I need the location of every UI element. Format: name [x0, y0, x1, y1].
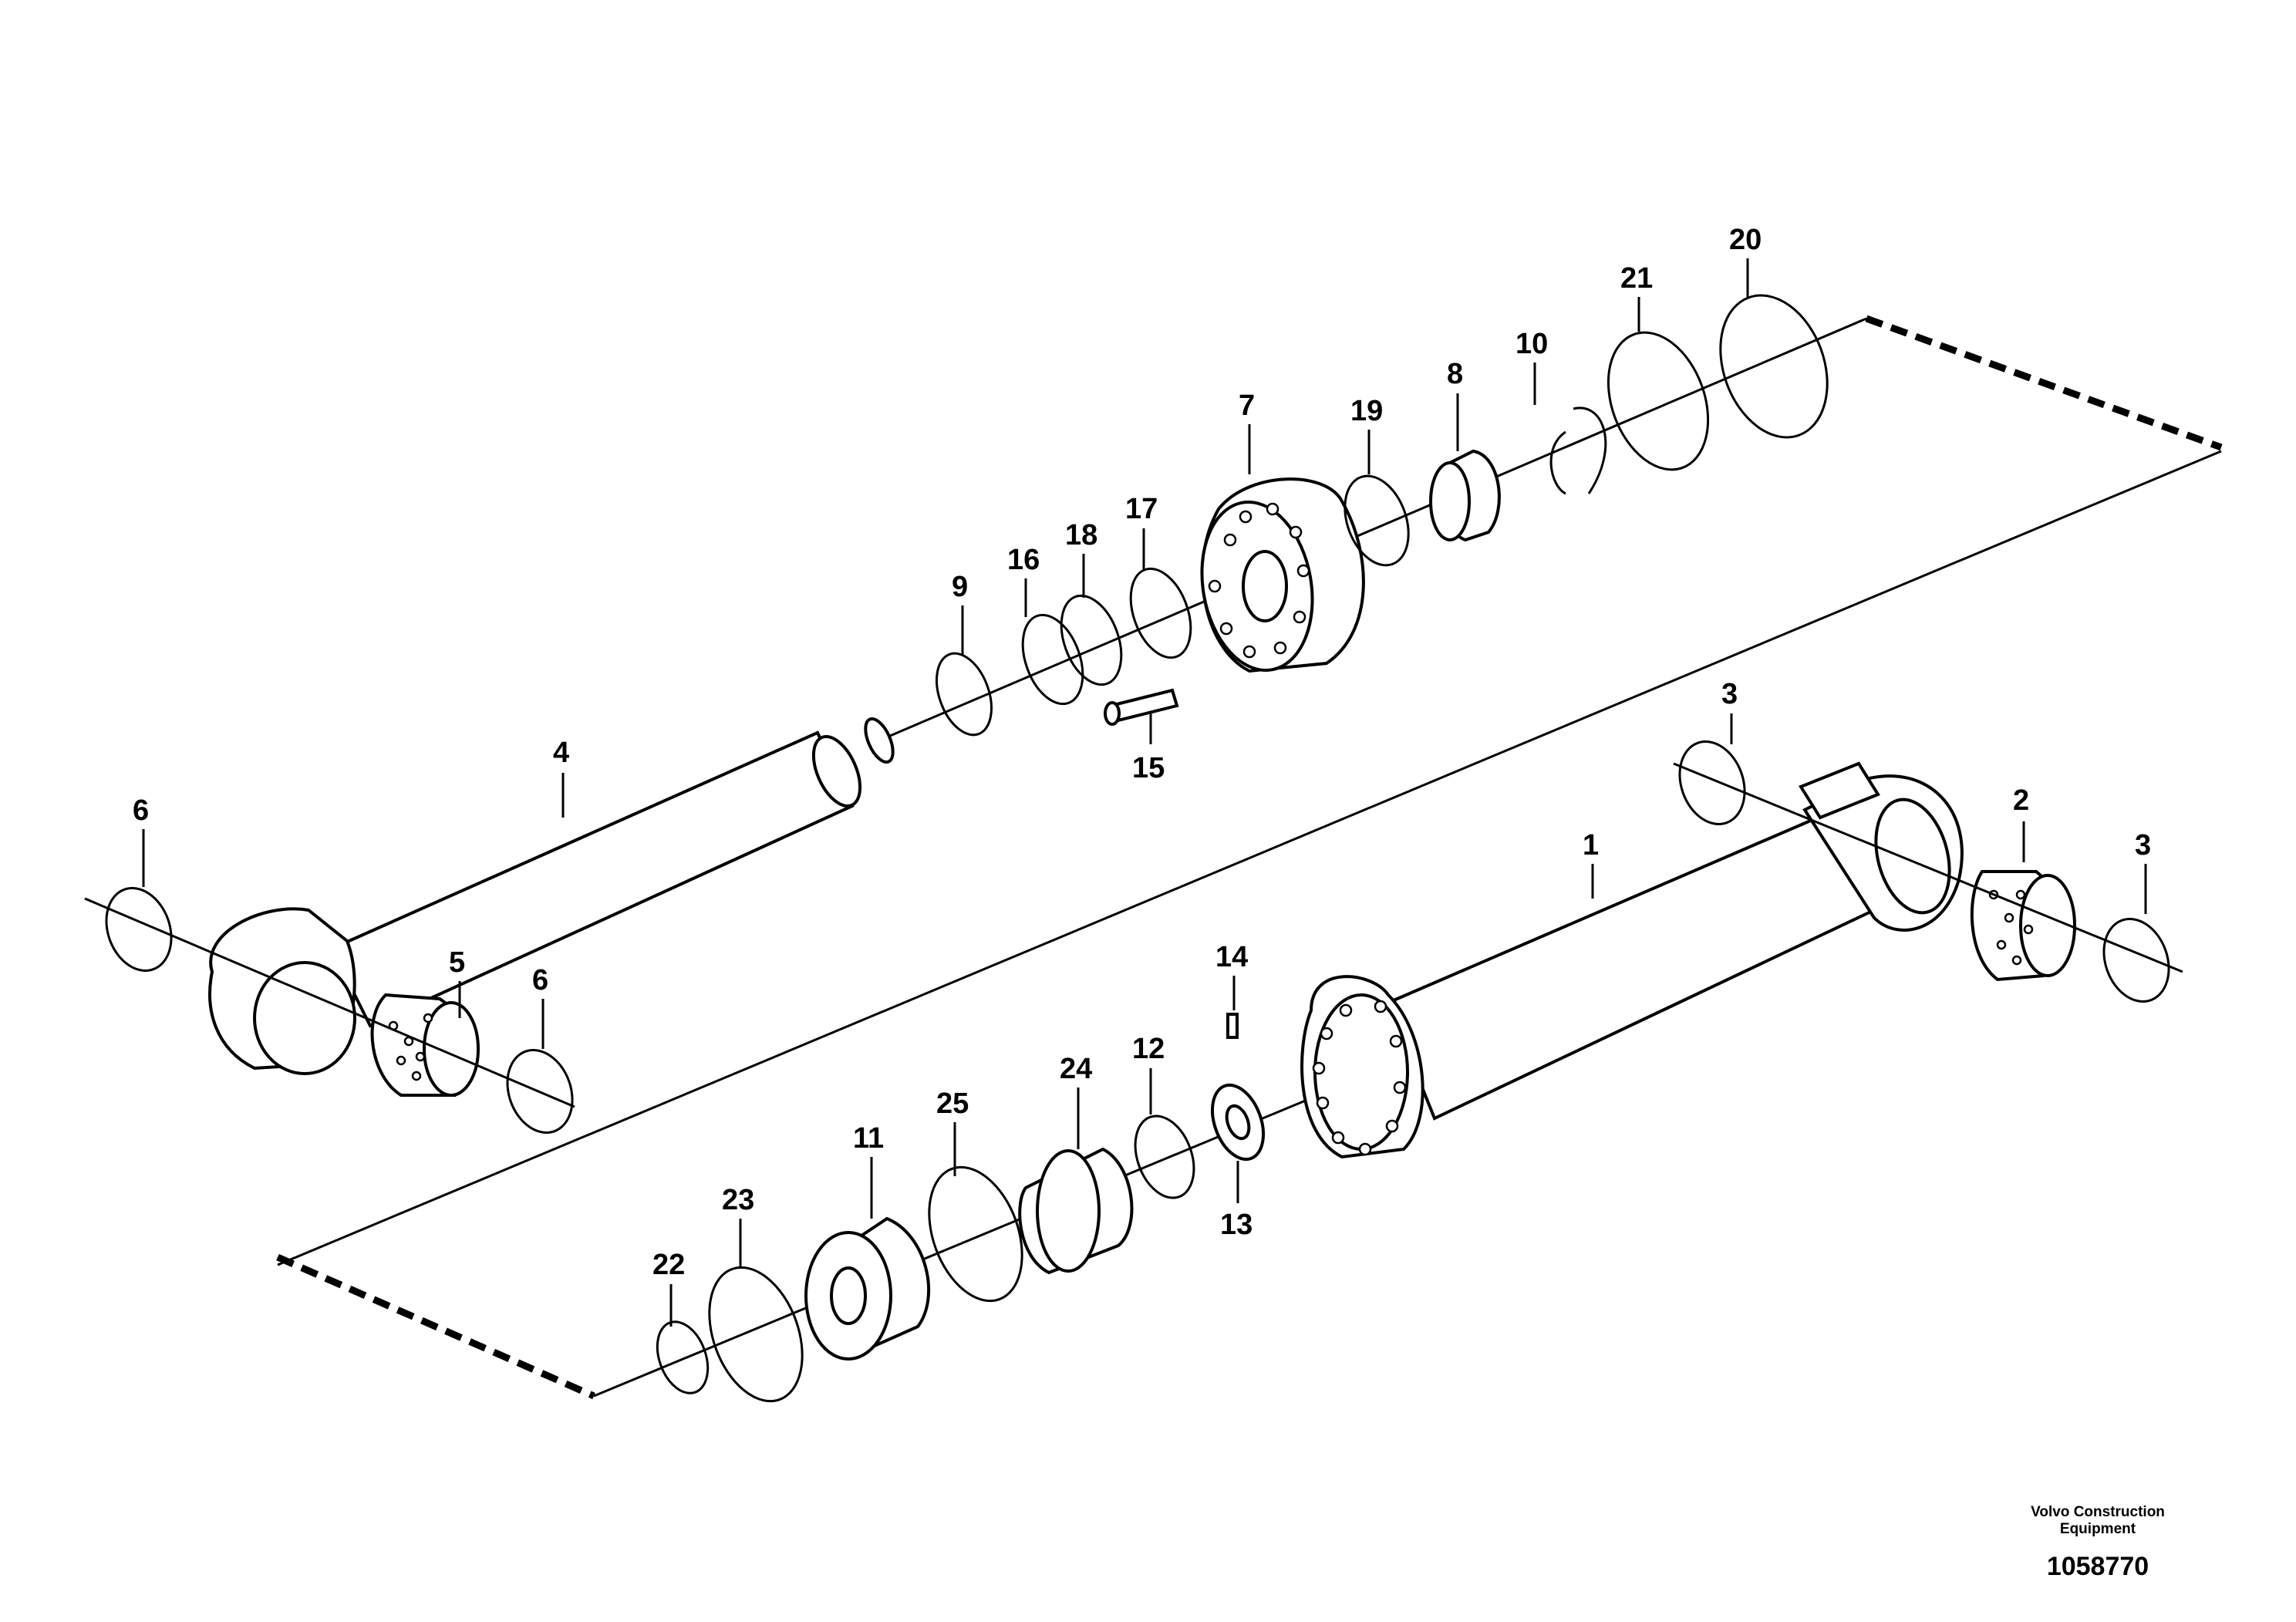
seal-ring-6-right — [506, 1049, 574, 1134]
callout-19-label: 19 — [1350, 395, 1383, 427]
callout-22-label: 22 — [652, 1249, 685, 1281]
brand-line-2: Equipment — [2059, 1521, 2136, 1537]
ring-21 — [1607, 331, 1710, 471]
callout-11: 11 — [853, 1122, 884, 1219]
callout-15-label: 15 — [1132, 752, 1165, 784]
callout-17: 17 — [1125, 493, 1158, 571]
seal-ring-3-upper — [1678, 740, 1746, 825]
rod-eye-axis — [84, 897, 575, 1108]
screw — [1104, 688, 1179, 726]
brand-line-1: Volvo Construction — [2031, 1504, 2165, 1520]
callout-18: 18 — [1065, 519, 1097, 598]
brand-label: Volvo Construction Equipment — [2021, 1504, 2175, 1538]
callout-17-label: 17 — [1125, 493, 1158, 525]
callout-25: 25 — [936, 1088, 969, 1176]
callout-13: 13 — [1220, 1161, 1253, 1241]
callout-6b: 6 — [532, 964, 548, 1049]
tube-eye-axis — [1673, 762, 2183, 973]
callout-3a-label: 3 — [1721, 678, 1738, 710]
callout-2-label: 2 — [2013, 784, 2029, 817]
callout-12: 12 — [1132, 1033, 1165, 1114]
ring-19 — [1344, 474, 1410, 567]
callout-20-label: 20 — [1729, 224, 1762, 256]
callout-5: 5 — [449, 946, 465, 1018]
ring-17 — [1129, 567, 1192, 659]
callout-3b-label: 3 — [2135, 829, 2151, 862]
callout-8-label: 8 — [1447, 358, 1463, 390]
ring-22 — [656, 1320, 710, 1394]
callout-4: 4 — [553, 737, 569, 818]
callout-19: 19 — [1350, 395, 1383, 474]
cylinder-tube — [1300, 761, 1964, 1159]
bushing-tube-end — [1970, 870, 2076, 982]
callout-16-label: 16 — [1007, 544, 1040, 576]
seal-ring-3-right — [2102, 918, 2170, 1003]
callout-21-label: 21 — [1620, 262, 1653, 295]
callout-15: 15 — [1132, 713, 1165, 784]
wear-ring-24 — [1018, 1147, 1134, 1275]
callout-10: 10 — [1515, 328, 1548, 405]
dashed-frame — [276, 315, 2223, 1400]
callout-6a-label: 6 — [133, 794, 149, 827]
ring-18 — [1060, 594, 1123, 686]
ring-20 — [1719, 294, 1829, 439]
ring-23 — [708, 1266, 804, 1403]
piston-rod — [208, 717, 895, 1075]
callout-7: 7 — [1239, 389, 1255, 474]
callout-14-label: 14 — [1215, 941, 1248, 973]
callout-23: 23 — [722, 1184, 754, 1269]
ring-16 — [1021, 613, 1084, 706]
callout-1: 1 — [1583, 829, 1599, 899]
callout-5-label: 5 — [449, 946, 465, 979]
ring-25 — [928, 1165, 1023, 1303]
bushing-rod-end — [370, 993, 480, 1097]
ring-12 — [1134, 1114, 1195, 1199]
callout-3a: 3 — [1721, 678, 1738, 744]
rod-axis — [878, 317, 1867, 742]
callout-9: 9 — [952, 571, 968, 656]
callout-24-label: 24 — [1060, 1053, 1092, 1085]
callout-20: 20 — [1729, 224, 1762, 297]
callout-13-label: 13 — [1220, 1209, 1253, 1241]
ring-9 — [936, 652, 993, 737]
callout-9-label: 9 — [952, 571, 968, 603]
callout-12-label: 12 — [1132, 1033, 1165, 1065]
callout-8: 8 — [1447, 358, 1463, 451]
callout-3b: 3 — [2135, 829, 2151, 914]
callout-23-label: 23 — [722, 1184, 754, 1216]
callout-11-label: 11 — [853, 1122, 884, 1155]
callout-7-label: 7 — [1239, 389, 1255, 422]
callout-16: 16 — [1007, 544, 1040, 617]
cylinder-head — [1200, 477, 1365, 673]
piston — [804, 1216, 930, 1361]
document-number: 1058770 — [2046, 1552, 2149, 1581]
callout-6b-label: 6 — [532, 964, 548, 996]
callout-22: 22 — [652, 1249, 685, 1327]
callout-18-label: 18 — [1065, 519, 1097, 551]
seal-ring-6-left — [105, 887, 173, 972]
callout-10-label: 10 — [1515, 328, 1548, 360]
callout-14: 14 — [1215, 941, 1248, 1010]
pin-14 — [1226, 1013, 1239, 1039]
callout-4-label: 4 — [553, 737, 569, 769]
callout-2: 2 — [2013, 784, 2029, 862]
bushing-8 — [1429, 449, 1501, 542]
callout-21: 21 — [1620, 262, 1653, 332]
callout-1-label: 1 — [1583, 829, 1599, 862]
callout-24: 24 — [1060, 1053, 1092, 1149]
callout-25-label: 25 — [936, 1088, 969, 1120]
callout-6a: 6 — [133, 794, 149, 887]
nut-13 — [1211, 1083, 1265, 1162]
snap-ring-10 — [1549, 406, 1607, 495]
